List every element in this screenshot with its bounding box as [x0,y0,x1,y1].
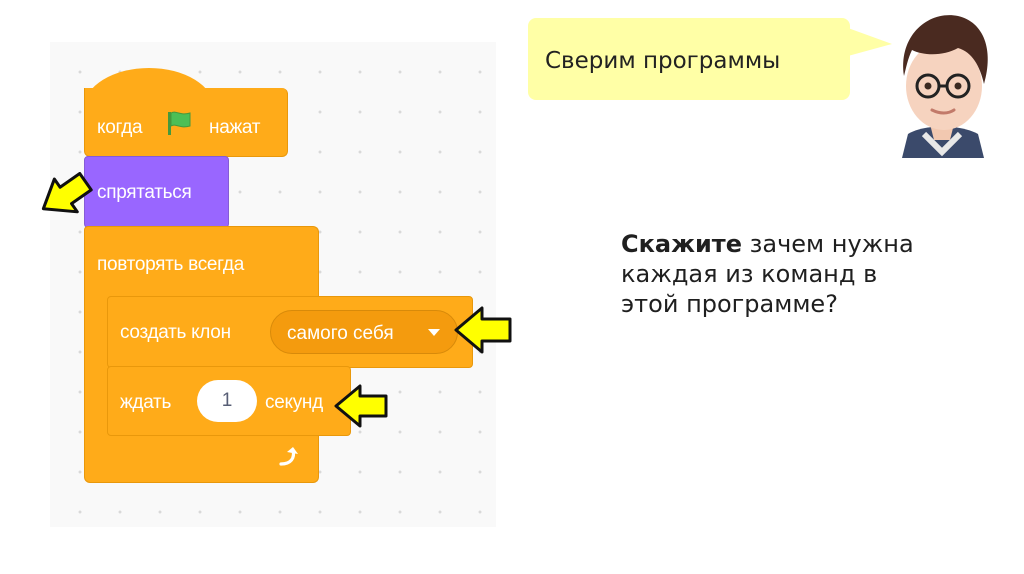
speech-bubble-tail [848,28,892,56]
question-rest: зачем нужна каждая из команд в этой прог… [621,230,914,318]
pointer-arrow-icon [41,172,93,214]
dropdown-caret-icon [428,329,440,336]
pointer-arrow-icon [334,384,388,428]
question-text: Скажите зачем нужна каждая из команд в э… [621,229,921,319]
forever-block[interactable]: повторять всегда [84,226,319,297]
seconds-label: секунд [265,392,323,413]
forever-block-arm [84,295,109,435]
green-flag-icon [168,111,191,135]
bubble-text: Сверим программы [545,48,781,74]
clone-target-value: самого себя [287,323,394,344]
when-flag-clicked-block[interactable]: когда нажат [84,88,288,157]
clone-target-dropdown[interactable]: самого себя [270,310,458,354]
question-bold: Скажите [621,230,742,258]
teacher-avatar [902,15,988,158]
loop-arrow-icon [279,447,298,466]
create-clone-label: создать клон [120,322,231,343]
pointer-arrow-icon [454,306,512,354]
speech-bubble [528,18,850,100]
hide-label: спрятаться [97,182,192,203]
wait-block[interactable]: ждать секунд [107,366,351,436]
when-label: когда [97,117,143,138]
wait-label: ждать [120,392,172,413]
wait-seconds-input[interactable]: 1 [197,380,257,422]
clicked-label: нажат [209,117,261,138]
hide-block[interactable]: спрятаться [84,156,229,228]
forever-label: повторять всегда [97,254,244,275]
forever-block-end[interactable] [84,432,319,483]
